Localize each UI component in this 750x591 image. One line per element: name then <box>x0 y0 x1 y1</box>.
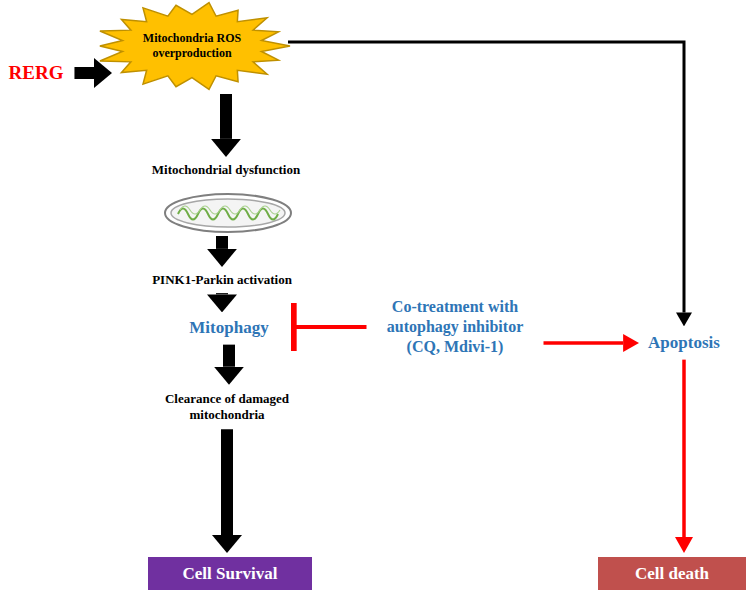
inhibition-connector <box>294 325 367 329</box>
arrow-connector <box>682 360 686 537</box>
node-text: Cell Survival <box>183 563 278 584</box>
process-text: Clearance of damaged mitochondria <box>147 389 307 426</box>
block-arrow <box>74 67 94 79</box>
drug-label: RERG <box>6 59 67 87</box>
process-text: Mitophagy <box>186 315 271 340</box>
starburst-outline <box>100 3 290 90</box>
block-arrow <box>216 236 228 249</box>
node-text: Clearance of damaged mitochondria <box>150 391 304 424</box>
treatment-text: Co-treatment with autophagy inhibitor (C… <box>373 295 538 359</box>
process-text: PINK1-Parkin activation <box>149 270 295 290</box>
node-text: Mitochondria ROS overproduction <box>142 31 242 61</box>
block-arrow <box>223 345 235 367</box>
node-text: Apoptosis <box>648 332 720 353</box>
mitochondrion-cristae <box>180 206 280 214</box>
node-text: Cell death <box>635 563 709 584</box>
node-text: Mitophagy <box>189 317 268 338</box>
ros-starburst: Mitochondria ROS overproduction <box>92 0 292 92</box>
process-text: Apoptosis <box>645 330 723 355</box>
mitochondrion-outer-membrane <box>165 194 291 232</box>
block-arrow <box>220 94 232 139</box>
outcome-box: Cell Survival <box>148 557 312 590</box>
block-arrow <box>221 429 233 535</box>
arrow-connector <box>544 341 624 345</box>
node-text: Co-treatment with autophagy inhibitor (C… <box>376 297 535 357</box>
node-text: Mitochondrial dysfunction <box>152 162 300 178</box>
mitochondrion-inner-membrane <box>171 199 285 227</box>
process-text: Mitochondrial dysfunction <box>149 160 303 180</box>
node-text: RERG <box>9 61 64 85</box>
node-text: PINK1-Parkin activation <box>152 272 292 288</box>
arrow-connector <box>288 42 684 312</box>
outcome-box: Cell death <box>598 557 746 590</box>
block-arrow <box>216 293 228 294</box>
